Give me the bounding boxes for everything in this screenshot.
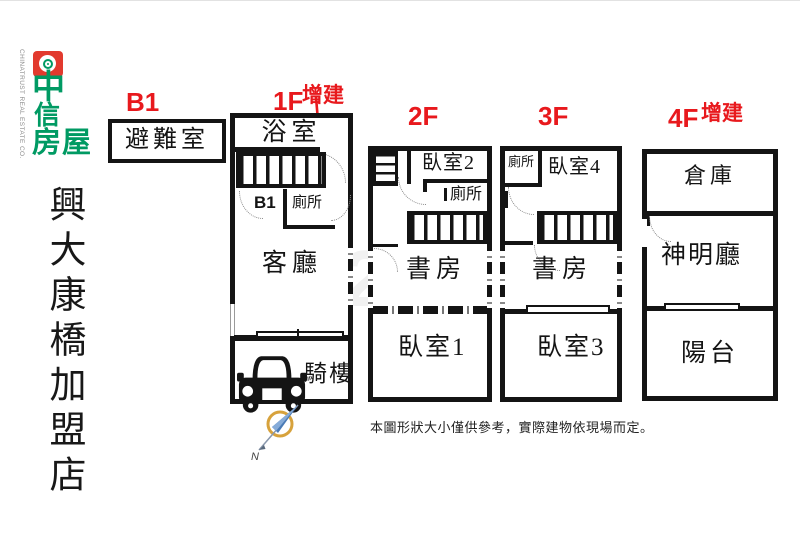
logo-emblem-rose: [42, 58, 53, 69]
room-label-bed1: 臥室1: [398, 334, 467, 361]
wall-1f-bath: [234, 147, 320, 152]
plan-4f: [642, 149, 778, 401]
wall-4f-storage: [647, 211, 773, 216]
room-label-2f-toilet: 廁所: [450, 186, 483, 203]
floor-title-1f: 1F: [273, 86, 304, 116]
room-label-bath: 浴室: [261, 118, 322, 146]
room-label-balcony: 陽台: [681, 340, 740, 367]
door-gap-4f-left: [642, 219, 647, 247]
plan-b1-shelter: 避難室: [108, 119, 226, 163]
room-label-1f-b1mark: B1: [254, 193, 276, 212]
window-2f-left: [368, 239, 373, 311]
company-name-vertical: CHINATRUST REAL ESTATE CO.: [18, 49, 25, 159]
window-1f-right: [348, 236, 353, 314]
room-label-shelter: 避難室: [125, 127, 209, 154]
car-icon: [237, 356, 307, 413]
room-1f-toilet: 廁所: [283, 189, 335, 229]
disclaimer-text: 本圖形狀大小僅供參考，實際建物依現場而定。: [370, 420, 654, 435]
door-symbol-1f-front: [256, 331, 344, 338]
wall-2f-bed2: [423, 179, 487, 183]
stairs-2f: [407, 211, 487, 244]
wall-2f-bed2-left: [407, 151, 411, 184]
floor-annex-1f: 增建: [302, 83, 344, 107]
room-label-storage: 倉庫: [683, 163, 736, 189]
room-4f-storage: 倉庫: [642, 161, 778, 191]
stairs-3f: [537, 211, 617, 244]
room-3f-toilet: 廁所: [505, 151, 542, 187]
wall-3f-study-stub: [505, 241, 533, 245]
room-label-arcade: 騎樓: [304, 361, 354, 386]
window-3f-left: [500, 239, 505, 311]
room-label-1f-toilet: 廁所: [292, 195, 323, 211]
floor-title-2f: 2F: [408, 101, 439, 131]
stairs-1f: [236, 152, 326, 188]
door-symbol-tick: [297, 329, 299, 340]
room-label-bed2: 臥室2: [422, 152, 475, 174]
room-label-3f-toilet: 廁所: [508, 154, 535, 169]
wall-2f-toilet-stub: [444, 188, 447, 201]
room-label-3f-study: 書房: [532, 256, 593, 283]
floor-title-b1: B1: [126, 87, 160, 117]
logo-char-zhong: 中: [32, 68, 65, 105]
room-1f-bath: 浴室: [230, 118, 353, 148]
chinatrust-logo-emblem: [33, 51, 63, 77]
wall-2f-study-stub: [370, 244, 398, 247]
floor-title-4f: 4F: [668, 103, 699, 133]
window-4f-balcony: [664, 303, 740, 311]
window-1f-left: [230, 304, 235, 336]
logo-emblem-circle: [39, 55, 56, 72]
room-label-shrine: 神明廳: [661, 242, 743, 269]
window-2f-right: [487, 239, 492, 311]
logo-chars-fangwu: 房屋: [32, 127, 93, 159]
room-label-2f-study: 書房: [406, 256, 467, 283]
window-3f-right: [617, 239, 622, 311]
floor-annex-4f: 增建: [701, 101, 743, 125]
door-leaf-3f-toilet: [505, 191, 508, 208]
stairs-upper-2f: [373, 151, 398, 186]
compass-icon: N: [251, 404, 299, 463]
room-label-living: 客廳: [262, 250, 323, 277]
room-label-bed3: 臥室3: [537, 334, 606, 361]
room-label-bed4: 臥室4: [548, 156, 601, 178]
store-name-vertical: 興大康橋加盟店: [43, 185, 84, 500]
window-2f-bed1: [373, 306, 487, 314]
north-label: N: [251, 451, 259, 463]
floor-title-3f: 3F: [538, 101, 569, 131]
window-3f-bed3: [526, 305, 610, 314]
wall-1f-arcade: [234, 335, 349, 341]
logo-char-xin: 信: [34, 100, 61, 130]
